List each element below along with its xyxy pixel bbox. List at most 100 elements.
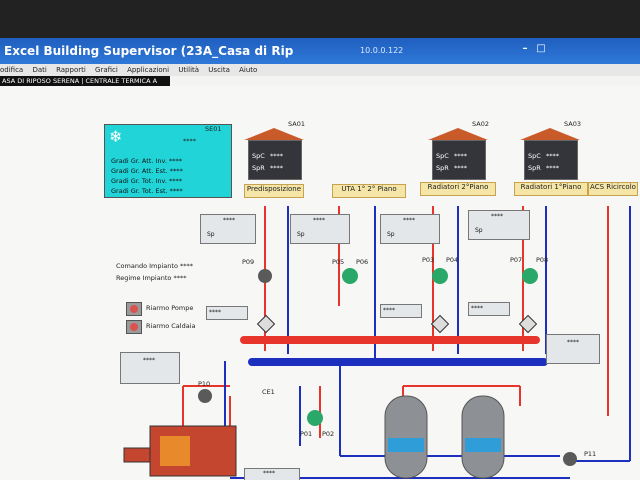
boiler-panel[interactable]: **** <box>244 468 300 480</box>
spr-label: SpR <box>436 164 449 172</box>
valve-value[interactable]: **** <box>468 302 510 316</box>
pump-label: P10 <box>198 380 211 388</box>
pump-label: P03 <box>422 256 435 264</box>
spr-value: **** <box>546 164 559 172</box>
spr-value: **** <box>270 164 283 172</box>
sp-value: **** <box>313 217 325 224</box>
maximize-icon[interactable]: □ <box>536 43 546 54</box>
pump-p10[interactable] <box>198 389 212 403</box>
comando-value: **** <box>180 262 194 270</box>
house-id: SA01 <box>288 120 305 128</box>
spc-value: **** <box>270 152 283 160</box>
valve-3[interactable] <box>518 314 538 334</box>
sp-value: **** <box>403 217 415 224</box>
pump-label: P02 <box>322 430 335 438</box>
menu-grafici[interactable]: Grafici <box>95 66 118 74</box>
spr-label: SpR <box>252 164 265 172</box>
pump-label: P05 <box>332 258 345 266</box>
remote-address: 10.0.0.122 <box>360 46 404 55</box>
circuit-radiatori-2[interactable]: Radiatori 2°Piano <box>420 182 496 196</box>
spr-label: SpR <box>528 164 541 172</box>
minimize-icon[interactable]: – <box>522 43 528 54</box>
valve-2[interactable] <box>430 314 450 334</box>
valve-value[interactable]: **** <box>380 304 422 318</box>
pump-label: P06 <box>356 258 369 266</box>
riarmo-pompe-button[interactable] <box>126 302 142 316</box>
riarmo-caldaia-button[interactable] <box>126 320 142 334</box>
sp-label: Sp <box>475 227 483 234</box>
pump-p01-p02[interactable] <box>307 410 323 426</box>
valve-1[interactable] <box>256 314 276 334</box>
gg-label: Gradi Gr. Tot. Est. <box>111 187 168 195</box>
pump-label: P08 <box>536 256 549 264</box>
menu-uscita[interactable]: Uscita <box>208 66 230 74</box>
spr-value: **** <box>454 164 467 172</box>
outdoor-value: **** <box>183 137 196 145</box>
gg-label: Gradi Gr. Tot. Inv. <box>111 177 167 185</box>
menu-applicazioni[interactable]: Applicazioni <box>127 66 170 74</box>
menu-utilita[interactable]: Utilità <box>178 66 200 74</box>
pump-p11[interactable] <box>563 452 577 466</box>
house-id: SA02 <box>472 120 489 128</box>
window-titlebar: Excel Building Supervisor (23A_Casa di R… <box>0 38 640 64</box>
collector-panel[interactable]: **** <box>120 352 180 384</box>
pump-p09[interactable] <box>258 269 272 283</box>
boiler-value: **** <box>263 470 275 477</box>
spc-label: SpC <box>436 152 449 160</box>
house-id: SA03 <box>564 120 581 128</box>
pump-label: P11 <box>584 450 597 458</box>
collector-value: **** <box>143 357 155 364</box>
spc-label: SpC <box>528 152 541 160</box>
breadcrumb: ASA DI RIPOSO SERENA | CENTRALE TERMICA … <box>0 76 170 86</box>
pump-p03-p04[interactable] <box>432 268 448 284</box>
regime-label: Regime Impianto <box>116 274 172 282</box>
outdoor-panel: ❄ SE01 **** Gradi Gr. Att. Inv. **** Gra… <box>104 124 232 198</box>
riarmo-pompe-label: Riarmo Pompe <box>146 304 194 312</box>
gg-value: **** <box>169 167 183 175</box>
tank-2 <box>461 395 505 479</box>
gg-value: **** <box>169 187 183 195</box>
valve-value[interactable]: **** <box>206 306 248 320</box>
room-sensor-sa02[interactable]: SA02 SpC SpR **** **** <box>428 120 489 180</box>
circuit-uta[interactable]: UTA 1° 2° Piano <box>332 184 406 198</box>
gg-label: Gradi Gr. Att. Est. <box>111 167 168 175</box>
menu-aiuto[interactable]: Aiuto <box>239 66 258 74</box>
sp-value: **** <box>223 217 235 224</box>
comando-label: Comando Impianto <box>116 262 178 270</box>
menu-dati[interactable]: Dati <box>32 66 47 74</box>
right-value: **** <box>567 339 579 346</box>
menu-bar: odifica Dati Rapporti Grafici Applicazio… <box>0 64 640 76</box>
pump-p05-p06[interactable] <box>342 268 358 284</box>
spc-value: **** <box>546 152 559 160</box>
sp-panel-3[interactable]: ****Sp <box>380 214 440 244</box>
circuit-predisposizione[interactable]: Predisposizione <box>244 184 304 198</box>
tank-1 <box>384 395 428 479</box>
sp-value: **** <box>491 213 503 220</box>
cold-collector <box>248 358 548 366</box>
gg-value: **** <box>168 177 182 185</box>
pump-p07-p08[interactable] <box>522 268 538 284</box>
sp-panel-4[interactable]: **** Sp <box>468 210 530 240</box>
pump-label: P07 <box>510 256 523 264</box>
ce1-label: CE1 <box>262 388 275 396</box>
sp-panel-2[interactable]: **** Sp <box>290 214 350 244</box>
plant-diagram: ❄ SE01 **** Gradi Gr. Att. Inv. **** Gra… <box>0 86 640 480</box>
sp-label: Sp <box>297 231 305 238</box>
room-sensor-sa03[interactable]: SA03 SpC SpR **** **** <box>520 120 581 180</box>
menu-rapporti[interactable]: Rapporti <box>56 66 86 74</box>
menu-modifica[interactable]: odifica <box>0 66 24 74</box>
sp-panel-1[interactable]: ****Sp <box>200 214 256 244</box>
regime-value: **** <box>173 274 187 282</box>
pump-label: P09 <box>242 258 255 266</box>
right-panel[interactable]: **** <box>546 334 600 364</box>
circuit-acs[interactable]: ACS Ricircolo <box>588 182 638 196</box>
hot-collector <box>240 336 540 344</box>
spc-value: **** <box>454 152 467 160</box>
gg-label: Gradi Gr. Att. Inv. <box>111 157 167 165</box>
burner <box>123 447 151 463</box>
room-sensor-sa01[interactable]: SA01 SpC SpR **** **** <box>244 120 305 180</box>
app-screen: Excel Building Supervisor (23A_Casa di R… <box>0 38 640 480</box>
window-title: Excel Building Supervisor (23A_Casa di R… <box>4 44 294 58</box>
snowflake-icon: ❄ <box>109 127 123 146</box>
circuit-radiatori-1[interactable]: Radiatori 1°Piano <box>514 182 588 196</box>
